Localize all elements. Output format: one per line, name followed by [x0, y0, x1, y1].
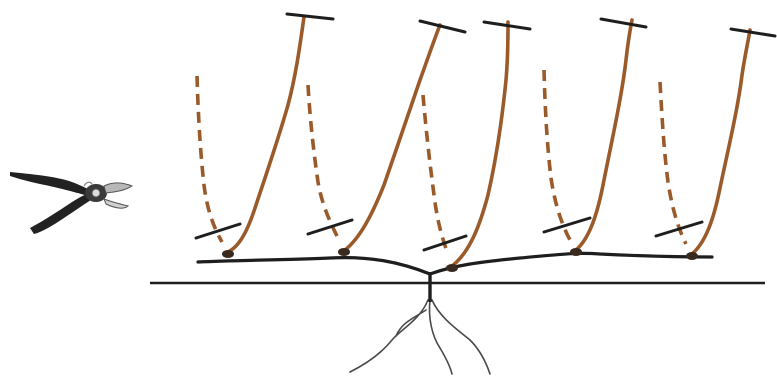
kept-cane	[692, 30, 750, 254]
spur-4	[544, 19, 646, 256]
spur-1	[196, 14, 333, 258]
cut-line-top	[731, 29, 775, 36]
removed-cane	[423, 95, 448, 254]
cut-line-low	[656, 222, 702, 236]
cut-line-top	[287, 14, 333, 19]
removed-cane	[308, 85, 338, 238]
spur-2	[308, 21, 465, 256]
kept-cane	[228, 17, 304, 252]
pruning-shears-icon	[10, 172, 132, 234]
spur-node	[686, 252, 698, 260]
removed-cane	[197, 76, 222, 242]
roots	[350, 300, 490, 374]
cut-line-top	[420, 21, 465, 32]
spur-node	[222, 250, 234, 258]
kept-cane	[452, 22, 508, 266]
spur-5	[656, 29, 775, 260]
spur-node	[570, 248, 582, 256]
removed-cane	[660, 82, 686, 244]
cut-line-low	[308, 220, 352, 234]
spur-3	[423, 22, 530, 272]
spur-node	[338, 248, 350, 256]
spur-node	[446, 264, 458, 272]
cut-line-top	[601, 19, 646, 27]
kept-cane	[576, 20, 632, 250]
removed-cane	[544, 70, 570, 240]
